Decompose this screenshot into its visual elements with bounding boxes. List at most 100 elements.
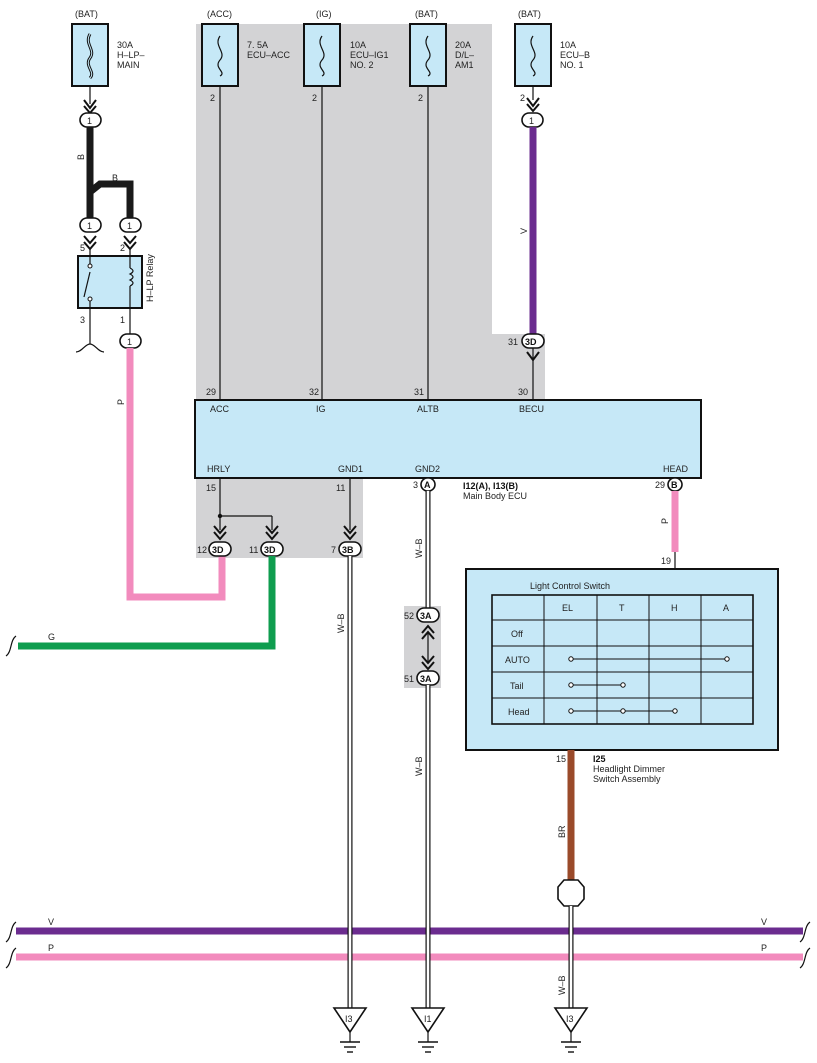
wire-color-label: P	[116, 399, 126, 405]
ecu-pin-label: GND1	[338, 464, 363, 474]
fuse-source: (BAT)	[518, 9, 541, 19]
ecu-pin-label: ACC	[210, 404, 230, 414]
fuse-rating: 30A	[117, 40, 133, 50]
switch-column: T	[619, 603, 625, 613]
hrly-circuit: 15 3D 12 3D 11 G	[5, 478, 284, 657]
ground-id: I3	[566, 1014, 574, 1024]
connector-pin: 1	[120, 315, 125, 325]
fuse-rating: 10A	[350, 40, 366, 50]
fuse-source: (IG)	[316, 9, 332, 19]
connector-id: 3D	[264, 545, 276, 555]
connector-pin: 1	[127, 337, 132, 347]
connector-id: 3D	[212, 545, 224, 555]
wire-color-label: V	[761, 917, 767, 927]
fuse-name: ECU–IG1	[350, 50, 389, 60]
ecu-pin-label: IG	[316, 404, 326, 414]
fuse-name-2: NO. 1	[560, 60, 584, 70]
fuse-pin: 2	[210, 93, 215, 103]
fuse-name: D/L–	[455, 50, 474, 60]
main-body-ecu: ACC IG ALTB BECU HRLY GND1 GND2 HEAD I12…	[194, 399, 702, 501]
connector-pin: 11	[336, 483, 345, 493]
connector-pin: 7	[331, 545, 336, 555]
fuse-rating: 7. 5A	[247, 40, 268, 50]
fuse-name: ECU–ACC	[247, 50, 291, 60]
connector-pin: 19	[661, 556, 671, 566]
fuse-name-2: AM1	[455, 60, 474, 70]
fuse-ecu-acc: (ACC) 7. 5A ECU–ACC 2	[201, 9, 291, 103]
relay-label: H–LP Relay	[145, 254, 155, 302]
connector-id: 3D	[525, 337, 537, 347]
ecu-pin-label: ALTB	[417, 404, 439, 414]
ecu-pin-label: GND2	[415, 464, 440, 474]
becu-circuit: 1 V 3D 31 30	[508, 86, 545, 400]
connector-id: 3A	[420, 674, 432, 684]
fuse-h-lp-main: (BAT) 30A H–LP– MAIN	[71, 9, 145, 87]
head-circuit: 29 B P 19	[655, 477, 683, 569]
fuse-ecu-b: (BAT) 10A ECU–B NO. 1 2	[514, 9, 590, 103]
ecu-name: Main Body ECU	[463, 491, 527, 501]
fuse-source: (BAT)	[75, 9, 98, 19]
connector-pin: 2	[120, 243, 125, 253]
switch-row: Tail	[510, 681, 524, 691]
fuse-pin: 2	[312, 93, 317, 103]
switch-name: Headlight Dimmer	[593, 764, 665, 774]
switch-row: AUTO	[505, 655, 530, 665]
switch-column: A	[723, 603, 729, 613]
connector-id: 3A	[420, 611, 432, 621]
switch-id: I25	[593, 754, 606, 764]
ecu-pin-label: HRLY	[207, 464, 230, 474]
connector-pin: 3	[80, 315, 85, 325]
wire-color-label: B	[112, 173, 118, 183]
fuse-rating: 10A	[560, 40, 576, 50]
fuse-ecu-ig1: (IG) 10A ECU–IG1 NO. 2 2	[303, 9, 389, 103]
wire-color-label: V	[48, 917, 54, 927]
ecu-pin-label: HEAD	[663, 464, 689, 474]
connector-pin: 1	[87, 221, 92, 231]
wire-color-label: W–B	[336, 613, 346, 633]
fuse-pin: 2	[418, 93, 423, 103]
switch-column: H	[671, 603, 678, 613]
bus-lines: V V P P	[5, 917, 811, 970]
connector-pin: 12	[197, 545, 207, 555]
wire-color-label: W–B	[414, 538, 424, 558]
switch-row: Off	[511, 629, 523, 639]
connector-pin: 1	[127, 221, 132, 231]
connector-id: A	[424, 480, 431, 490]
connector-pin: 5	[80, 243, 85, 253]
wire-color-label: B	[76, 154, 86, 160]
switch-name-2: Switch Assembly	[593, 774, 661, 784]
wire-color-label: BR	[557, 825, 567, 838]
wire-color-label: V	[519, 228, 529, 234]
ground-point-2: I1	[410, 1007, 446, 1053]
shade-top	[196, 24, 545, 400]
ecu-pin-label: BECU	[519, 404, 544, 414]
connector-pin: 1	[87, 116, 92, 126]
connector-pin: 15	[556, 754, 566, 764]
connector-id: 3B	[342, 545, 354, 555]
wire-color-label: W–B	[414, 756, 424, 776]
ecu-id: I12(A), I13(B)	[463, 481, 518, 491]
ground-point-1: I3	[332, 1007, 368, 1053]
fuse-name: ECU–B	[560, 50, 590, 60]
wire-color-label: W–B	[557, 975, 567, 995]
wire-color-label: P	[48, 943, 54, 953]
wire-color-label: G	[48, 632, 55, 642]
fuse-rating: 20A	[455, 40, 471, 50]
ground-point-3: I3	[553, 1007, 589, 1053]
gnd1-circuit: 11 3B 7 W–B	[331, 478, 362, 1008]
switch-title: Light Control Switch	[530, 581, 610, 591]
wire-color-label: P	[761, 943, 767, 953]
fuse-name-2: NO. 2	[350, 60, 374, 70]
light-control-switch: Light Control Switch EL T H A Off AUTO T…	[465, 568, 779, 784]
relay-circuit: 1 B B 1 1 5 2 H–LP Relay 3 1 1 P	[75, 86, 226, 601]
connector-pin: 3	[413, 480, 418, 490]
connector-pin: 1	[529, 116, 534, 126]
ground-id: I3	[345, 1014, 353, 1024]
fuse-source: (ACC)	[207, 9, 232, 19]
switch-column: EL	[562, 603, 573, 613]
connector-pin: 11	[249, 545, 258, 555]
fuse-name: H–LP–	[117, 50, 145, 60]
fuse-pin: 2	[520, 93, 525, 103]
connector-pin: 29	[206, 387, 216, 397]
